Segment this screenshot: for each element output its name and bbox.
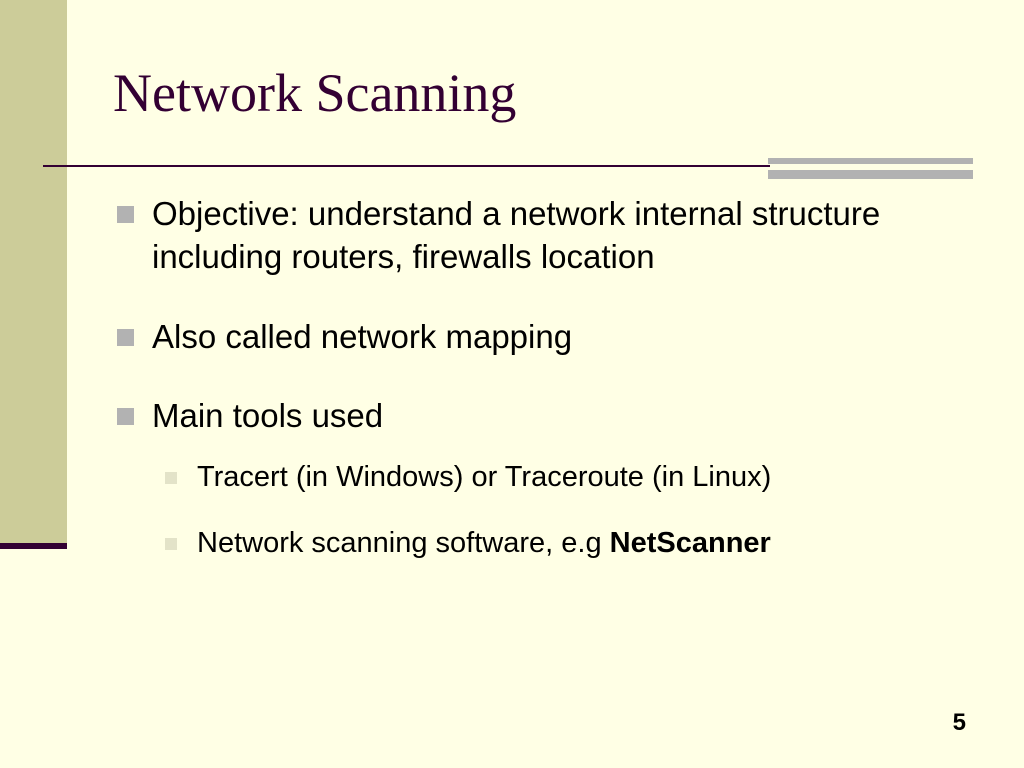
small-square-bullet-icon: [165, 538, 177, 550]
square-bullet-icon: [117, 329, 134, 346]
left-decorative-band: [0, 0, 67, 545]
bullet-objective: Objective: understand a network internal…: [115, 192, 975, 278]
sub-bullet-text: Tracert (in Windows) or Traceroute (in L…: [197, 461, 772, 493]
bullet-text: Objective: understand a network internal…: [152, 195, 881, 275]
bullet-text: Also called network mapping: [152, 318, 573, 355]
sub-bullet-scanning-software: Network scanning software, e.g NetScanne…: [165, 523, 975, 563]
sub-bullet-bold-text: NetScanner: [609, 527, 771, 559]
bullet-text: Main tools used: [152, 397, 384, 434]
slide-title: Network Scanning: [113, 63, 517, 123]
left-band-accent-bar: [0, 543, 67, 549]
square-bullet-icon: [117, 408, 134, 425]
sub-bullet-tracert: Tracert (in Windows) or Traceroute (in L…: [165, 457, 975, 497]
bullet-list: Objective: understand a network internal…: [115, 192, 975, 563]
bullet-also-called: Also called network mapping: [115, 315, 975, 358]
title-rule-decoration-top: [768, 158, 973, 164]
sub-bullet-text: Network scanning software, e.g: [197, 527, 610, 559]
square-bullet-icon: [117, 206, 134, 223]
title-underline-rule: [43, 165, 770, 167]
title-rule-decoration-bottom: [768, 170, 973, 179]
page-number: 5: [952, 709, 966, 736]
bullet-main-tools: Main tools used: [115, 394, 975, 437]
small-square-bullet-icon: [165, 472, 177, 484]
